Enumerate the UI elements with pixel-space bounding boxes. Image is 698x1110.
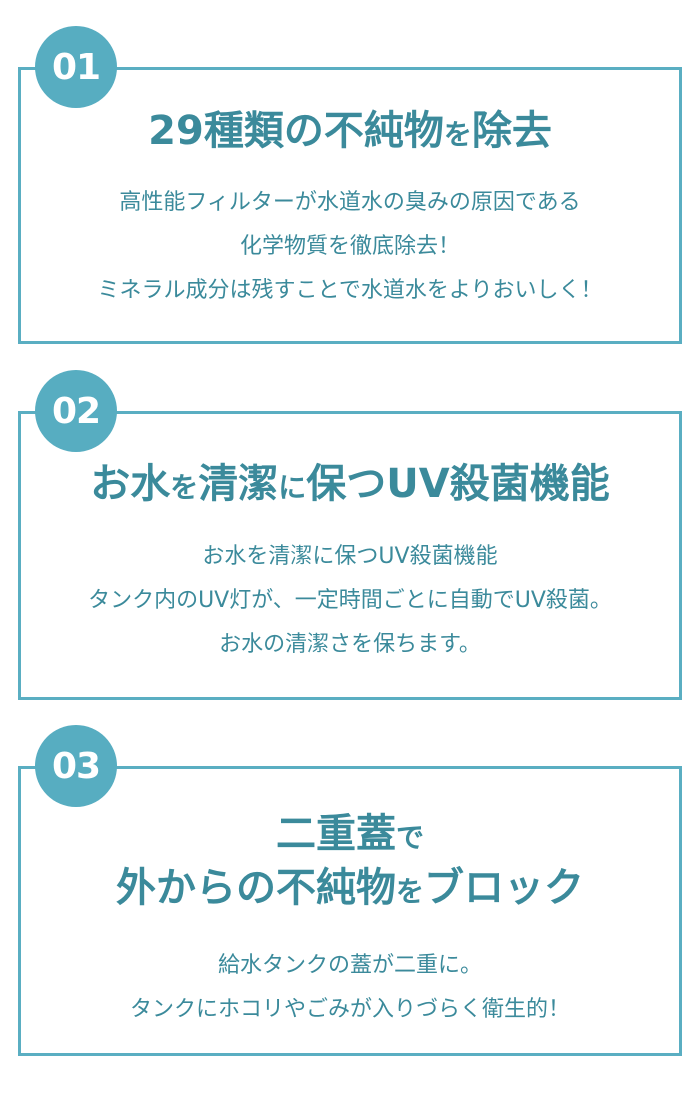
description-line: 高性能フィルターが水道水の臭みの原因である bbox=[119, 190, 581, 215]
number-badge: 02 bbox=[35, 370, 117, 452]
number-badge: 03 bbox=[35, 725, 117, 807]
feature-description: お水を清潔に保つUV殺菌機能タンク内のUV灯が、一定時間ごとに自動でUV殺菌。お… bbox=[21, 535, 679, 667]
title-segment: 29種類の不純物 bbox=[148, 108, 444, 154]
title-segment: 保つUV殺菌機能 bbox=[306, 461, 610, 507]
description-line: ミネラル成分は残すことで水道水をよりおいしく！ bbox=[97, 278, 603, 303]
description-line: タンク内のUV灯が、一定時間ごとに自動でUV殺菌。 bbox=[88, 588, 612, 613]
feature-title: 二重蓋で外からの不純物をブロック bbox=[21, 809, 679, 917]
number-badge: 01 bbox=[35, 26, 117, 108]
feature-description: 高性能フィルターが水道水の臭みの原因である化学物質を徹底除去！ ミネラル成分は残す… bbox=[21, 181, 679, 313]
title-segment: で bbox=[395, 821, 424, 854]
feature-title: 29種類の不純物を除去 bbox=[21, 106, 679, 160]
feature-card-02: 02 お水を清潔に保つUV殺菌機能 お水を清潔に保つUV殺菌機能タンク内のUV灯… bbox=[18, 370, 682, 700]
title-segment: を bbox=[170, 471, 199, 504]
feature-title: お水を清潔に保つUV殺菌機能 bbox=[21, 459, 679, 513]
description-line: お水の清潔さを保ちます。 bbox=[219, 632, 481, 657]
title-segment: 清潔 bbox=[198, 461, 279, 507]
description-line: 化学物質を徹底除去！ bbox=[239, 234, 460, 259]
title-segment: ブロック bbox=[424, 865, 584, 911]
title-line: 二重蓋で bbox=[21, 809, 679, 863]
feature-card-01: 01 29種類の不純物を除去 高性能フィルターが水道水の臭みの原因である化学物質… bbox=[18, 26, 682, 344]
title-segment: を bbox=[395, 875, 424, 908]
title-segment: 除去 bbox=[471, 108, 552, 154]
title-segment: 二重蓋 bbox=[275, 811, 396, 857]
title-segment: お水 bbox=[90, 461, 171, 507]
feature-card-03: 03 二重蓋で外からの不純物をブロック 給水タンクの蓋が二重に。タンクにホコリや… bbox=[18, 725, 682, 1056]
title-line: 29種類の不純物を除去 bbox=[21, 106, 679, 160]
title-segment: 外からの不純物 bbox=[115, 865, 396, 911]
title-line: 外からの不純物をブロック bbox=[21, 863, 679, 917]
title-segment: に bbox=[278, 471, 307, 504]
title-line: お水を清潔に保つUV殺菌機能 bbox=[21, 459, 679, 513]
description-line: 給水タンクの蓋が二重に。 bbox=[217, 953, 482, 978]
description-line: タンクにホコリやごみが入りづらく衛生的！ bbox=[129, 997, 570, 1022]
description-line: お水を清潔に保つUV殺菌機能 bbox=[202, 544, 498, 569]
title-segment: を bbox=[443, 118, 472, 151]
feature-description: 給水タンクの蓋が二重に。タンクにホコリやごみが入りづらく衛生的！ bbox=[21, 944, 679, 1032]
